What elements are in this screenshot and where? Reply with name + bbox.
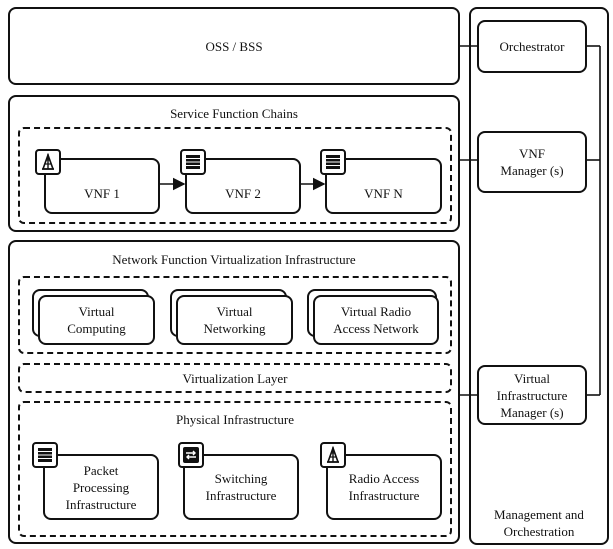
virtual-ran-box: Virtual Radio Access Network [313, 295, 439, 345]
virtualization-layer-label: Virtualization Layer [182, 370, 288, 386]
vnf-manager-box: VNF Manager (s) [477, 131, 587, 193]
physical-infrastructure-group [18, 401, 452, 537]
switching-label: Switching Infrastructure [205, 471, 277, 503]
switch-arrows-icon [178, 442, 204, 468]
packet-processing-box: Packet Processing Infrastructure [43, 454, 159, 520]
virtual-networking-label: Virtual Networking [203, 304, 266, 336]
server-icon [180, 149, 206, 175]
virtualization-layer: Virtualization Layer [18, 363, 452, 393]
mano-label: Management and Orchestration [494, 507, 584, 539]
vim-label: Virtual Infrastructure Manager (s) [496, 370, 568, 420]
virtual-ran-label: Virtual Radio Access Network [333, 304, 419, 336]
vnf-n-label: VNF N [364, 185, 403, 201]
virtual-computing-box: Virtual Computing [38, 295, 155, 345]
virtual-networking-box: Virtual Networking [176, 295, 293, 345]
sfc-title: Service Function Chains [170, 106, 298, 121]
virtual-resources-group [18, 276, 452, 354]
vim-box: Virtual Infrastructure Manager (s) [477, 365, 587, 425]
vnf-2-label: VNF 2 [225, 185, 261, 201]
vnf-1-label: VNF 1 [84, 185, 120, 201]
vnf-1-box: VNF 1 [44, 158, 160, 214]
radio-tower-icon [320, 442, 346, 468]
vnf-manager-label: VNF Manager (s) [500, 146, 564, 178]
sfc-dashed-group [18, 127, 452, 224]
oss-bss-label: OSS / BSS [205, 38, 263, 54]
radio-access-label: Radio Access Infrastructure [348, 471, 420, 503]
orchestrator-box: Orchestrator [477, 20, 587, 73]
server-icon [320, 149, 346, 175]
physical-title: Physical Infrastructure [175, 412, 295, 427]
server-icon [32, 442, 58, 468]
mano-box [469, 7, 609, 545]
virtual-computing-label: Virtual Computing [67, 304, 126, 336]
orchestrator-label: Orchestrator [499, 39, 565, 54]
packet-processing-label: Packet Processing Infrastructure [65, 462, 137, 512]
oss-bss-box: OSS / BSS [8, 7, 460, 85]
nfvi-title: Network Function Virtualization Infrastr… [112, 252, 356, 267]
radio-tower-icon [35, 149, 61, 175]
